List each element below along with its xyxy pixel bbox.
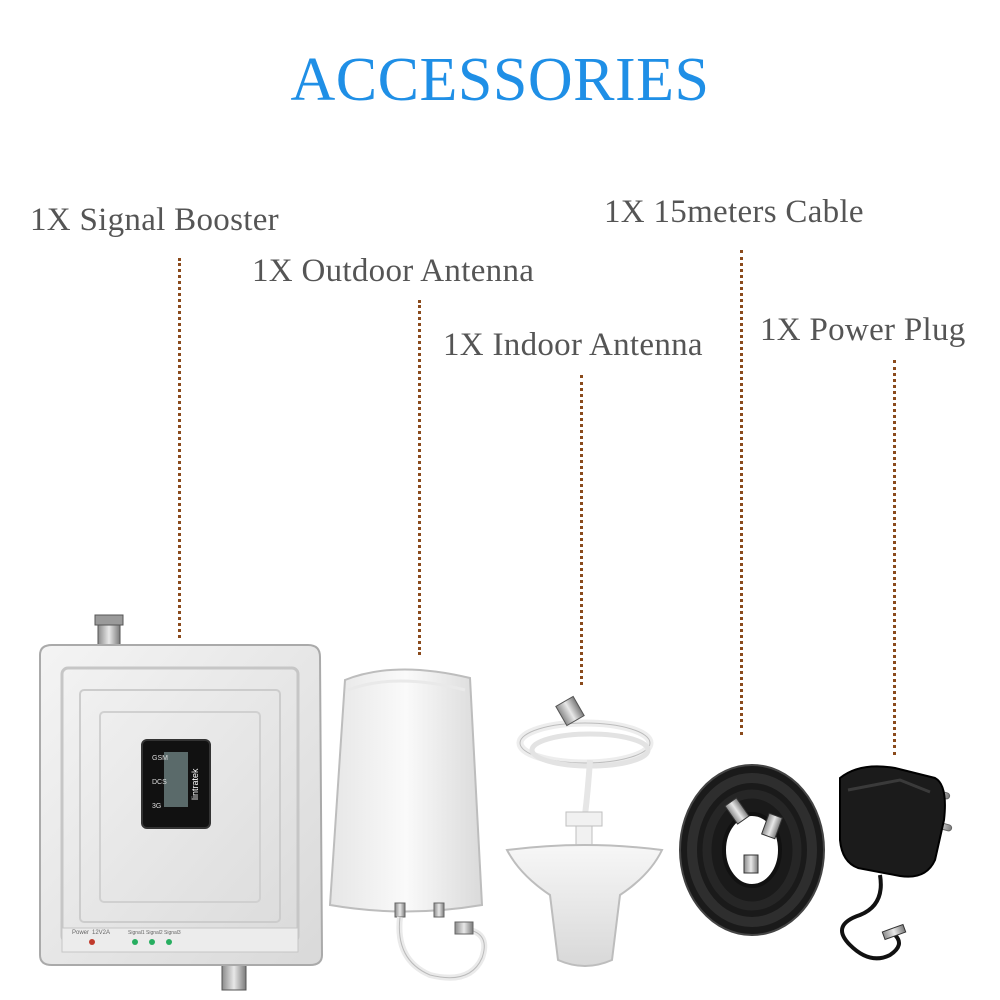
booster-signal1-label: Signal1 (128, 930, 145, 936)
leader-line-indoor-antenna (580, 375, 583, 685)
leader-line-outdoor-antenna (418, 300, 421, 655)
leader-line-power-plug (893, 360, 896, 755)
leader-line-cable (740, 250, 743, 735)
booster-brand-logo: lintratek (190, 768, 200, 800)
indoor-antenna-icon (505, 695, 664, 967)
leader-line-booster (178, 258, 181, 638)
booster-signal3-label: Signal3 (164, 930, 181, 936)
booster-label-3g: 3G (152, 803, 161, 810)
outdoor-antenna-icon (328, 668, 488, 981)
power-adapter-icon (839, 765, 953, 961)
label-cable: 1X 15meters Cable (604, 194, 864, 230)
booster-signal2-label: Signal2 (146, 930, 163, 936)
booster-label-gsm: GSM (152, 755, 168, 762)
signal-booster-icon: GSM DCS 3G lintratek Power 12V2A Signal1… (39, 614, 324, 991)
label-indoor-antenna: 1X Indoor Antenna (443, 327, 703, 363)
cable-coil-icon (679, 764, 825, 936)
booster-voltage-label: 12V2A (92, 930, 110, 936)
label-outdoor-antenna: 1X Outdoor Antenna (252, 253, 535, 289)
booster-power-label: Power (72, 930, 89, 936)
label-signal-booster: 1X Signal Booster (30, 202, 279, 238)
booster-label-dcs: DCS (152, 779, 167, 786)
page-title: ACCESSORIES (290, 46, 710, 114)
label-power-plug: 1X Power Plug (760, 312, 966, 348)
